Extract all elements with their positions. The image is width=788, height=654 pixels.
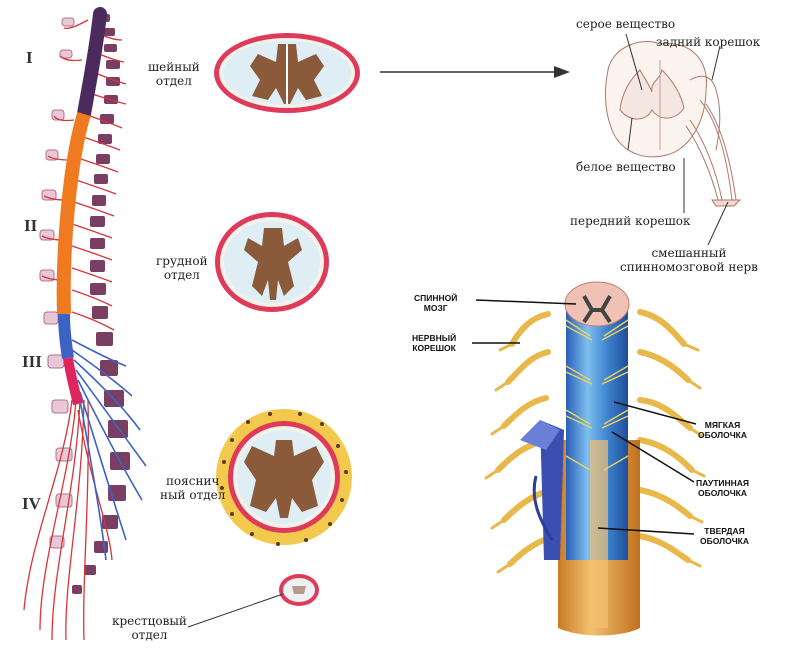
white-matter-label: белое вещество bbox=[576, 160, 676, 174]
meninges-illustration bbox=[484, 281, 706, 636]
sacral-label-line2: отдел bbox=[131, 628, 168, 642]
cervical-label-line2: отдел bbox=[155, 74, 192, 88]
lumbar-cross-section bbox=[216, 409, 352, 546]
thoracic-cross-section bbox=[215, 212, 329, 312]
sacral-cross-section bbox=[279, 574, 319, 606]
spinal-column bbox=[23, 7, 147, 641]
spinal-cord-label: СПИННОЙ МОЗГ bbox=[414, 293, 457, 313]
dorsal-root-label: задний корешок bbox=[656, 35, 761, 49]
arachnoid-label: ПАУТИННАЯ ОБОЛОЧКА bbox=[696, 478, 749, 498]
region-label-4: IV bbox=[22, 494, 41, 513]
detail-leaders bbox=[625, 33, 729, 246]
mixed-nerve-label: смешанный спинномозговой нерв bbox=[620, 246, 758, 274]
thoracic-label-line1: грудной bbox=[156, 254, 208, 268]
pia-mater-label: МЯГКАЯ ОБОЛОЧКА bbox=[698, 420, 747, 440]
lumbar-label-line1: пояснич bbox=[165, 474, 220, 488]
cervical-label: шейный отдел bbox=[148, 60, 200, 88]
region-label-2: II bbox=[24, 216, 38, 235]
sacral-label: крестцовый отдел bbox=[112, 614, 187, 642]
arachnoid-label-line2: ОБОЛОЧКА bbox=[698, 488, 748, 498]
dura-mater-label-line1: ТВЕРДАЯ bbox=[704, 526, 745, 536]
detail-cross-section bbox=[604, 41, 742, 207]
spinal-cord-label-line2: МОЗГ bbox=[423, 303, 448, 313]
lumbar-label-line2: ный отдел bbox=[160, 488, 226, 502]
cervical-label-line1: шейный bbox=[148, 60, 200, 74]
dura-mater-label: ТВЕРДАЯ ОБОЛОЧКА bbox=[700, 526, 749, 546]
sacral-leader bbox=[187, 593, 284, 628]
nerve-root-label-line2: КОРЕШОК bbox=[412, 343, 456, 353]
ventral-root-label: передний корешок bbox=[570, 214, 691, 228]
pia-mater-label-line2: ОБОЛОЧКА bbox=[698, 430, 747, 440]
nerve-root-label-line1: НЕРВНЫЙ bbox=[412, 333, 457, 343]
gray-matter-label: серое вещество bbox=[576, 17, 676, 31]
thoracic-label-line2: отдел bbox=[163, 268, 200, 282]
spinal-cord-label-line1: СПИННОЙ bbox=[414, 293, 458, 303]
sacral-label-line1: крестцовый bbox=[112, 614, 187, 628]
region-label-3: III bbox=[22, 352, 42, 371]
thoracic-label: грудной отдел bbox=[156, 254, 208, 282]
mixed-nerve-label-line2: спинномозговой нерв bbox=[620, 260, 758, 274]
dura-mater-label-line2: ОБОЛОЧКА bbox=[700, 536, 749, 546]
lumbar-label: пояснич ный отдел bbox=[160, 474, 225, 502]
pia-mater-label-line1: МЯГКАЯ bbox=[704, 420, 741, 430]
mixed-nerve-label-line1: смешанный bbox=[651, 246, 727, 260]
region-label-1: I bbox=[26, 48, 33, 67]
arachnoid-label-line1: ПАУТИННАЯ bbox=[696, 478, 750, 488]
arrow-to-detail bbox=[380, 66, 570, 78]
meninges-leaders bbox=[472, 299, 697, 535]
nerve-root-label: НЕРВНЫЙ КОРЕШОК bbox=[412, 333, 456, 353]
cervical-cross-section bbox=[214, 33, 360, 113]
